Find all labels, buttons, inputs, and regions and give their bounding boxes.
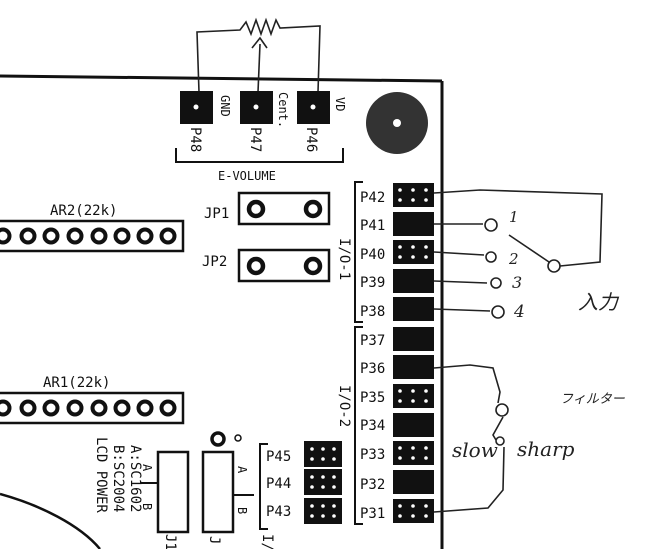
pin-label: P31: [360, 506, 385, 522]
jumper-jp2: [237, 248, 331, 283]
pin-label: P32: [360, 477, 385, 493]
bracket-p45-p43: [259, 443, 268, 530]
label-io2: I/O-2: [336, 385, 352, 427]
label-j1: J1: [162, 534, 178, 549]
e-volume-pads: [180, 91, 330, 124]
pin-label: P42: [360, 190, 385, 206]
resistor-array-ar1: [0, 391, 185, 425]
bracket-io1: [354, 181, 363, 323]
pin-label: P33: [360, 447, 385, 463]
label-vd: VD: [333, 97, 347, 111]
label-lcd-power: LCD POWER: [93, 437, 109, 513]
note-2: 2: [508, 250, 519, 268]
label-gnd: GND: [218, 95, 232, 117]
via-hole: [210, 431, 226, 447]
label-jp1: JP1: [204, 206, 229, 222]
resistor-array-ar2: [0, 219, 185, 253]
pin-label: P39: [360, 275, 385, 291]
label-p44: P44: [266, 476, 291, 492]
io2-pads: [393, 327, 434, 523]
label-j-b: B: [235, 507, 249, 514]
label-p47: P47: [247, 127, 263, 152]
note-input: 入力: [578, 290, 620, 314]
note-filter: フィルター: [560, 392, 626, 407]
pin-label: P41: [360, 218, 385, 234]
label-p46: P46: [303, 127, 319, 152]
pin-label: P36: [360, 361, 385, 377]
via-small: [234, 434, 242, 442]
label-a-sc1602: A:SC1602: [127, 445, 143, 512]
note-3: 3: [512, 273, 522, 292]
lcd-power-labels: A:SC1602 B:SC2004 LCD POWER: [93, 437, 143, 513]
note-sharp: sharp: [517, 437, 575, 461]
label-io1: I/O-1: [336, 238, 352, 280]
note-slow: slow: [452, 438, 498, 462]
label-p48: P48: [187, 127, 203, 152]
note-4: 4: [513, 302, 525, 322]
label-cent: Cent.: [276, 92, 290, 128]
jumper-jp1: [237, 191, 331, 226]
label-b-sc2004: B:SC2004: [110, 445, 126, 512]
label-p43: P43: [266, 504, 291, 520]
board-outline: [0, 74, 444, 549]
label-ar1: AR1(22k): [43, 375, 110, 391]
pin-label: P34: [360, 418, 385, 434]
label-j1-b: B: [140, 503, 154, 510]
label-j-a: A: [235, 466, 249, 474]
label-j1-a: A: [140, 464, 154, 472]
e-volume-labels: GND Cent. VD P48 P47 P46: [187, 92, 347, 152]
label-j: J: [206, 536, 222, 544]
io1-pads: [393, 183, 434, 321]
io2-pin-labels: P37 P36 P35 P34 P33 P32 P31: [360, 333, 385, 522]
handwritten-notes: 1 2 3 4 入力 フィルター slow sharp: [452, 208, 626, 462]
bracket-io2: [354, 326, 363, 525]
pin-label: P37: [360, 333, 385, 349]
label-p45: P45: [266, 449, 291, 465]
pads-p45-p43: [304, 441, 342, 524]
input-selector-sketch: [433, 189, 603, 513]
label-io-partial: I/: [259, 534, 275, 549]
potentiometer-sketch: [196, 17, 321, 93]
label-e-volume: E-VOLUME: [218, 169, 276, 183]
connector-j1: A B J1: [140, 450, 190, 549]
label-ar2: AR2(22k): [50, 203, 117, 219]
pin-label: P35: [360, 390, 385, 406]
pin-label: P38: [360, 304, 385, 320]
note-1: 1: [509, 208, 519, 226]
volume-knob: [366, 92, 428, 154]
label-jp2: JP2: [202, 254, 227, 270]
connector-j: A B J I/: [201, 450, 275, 549]
pin-label: P40: [360, 247, 385, 263]
io1-pin-labels: P42 P41 P40 P39 P38: [360, 190, 385, 320]
e-volume-bracket: [175, 148, 344, 163]
